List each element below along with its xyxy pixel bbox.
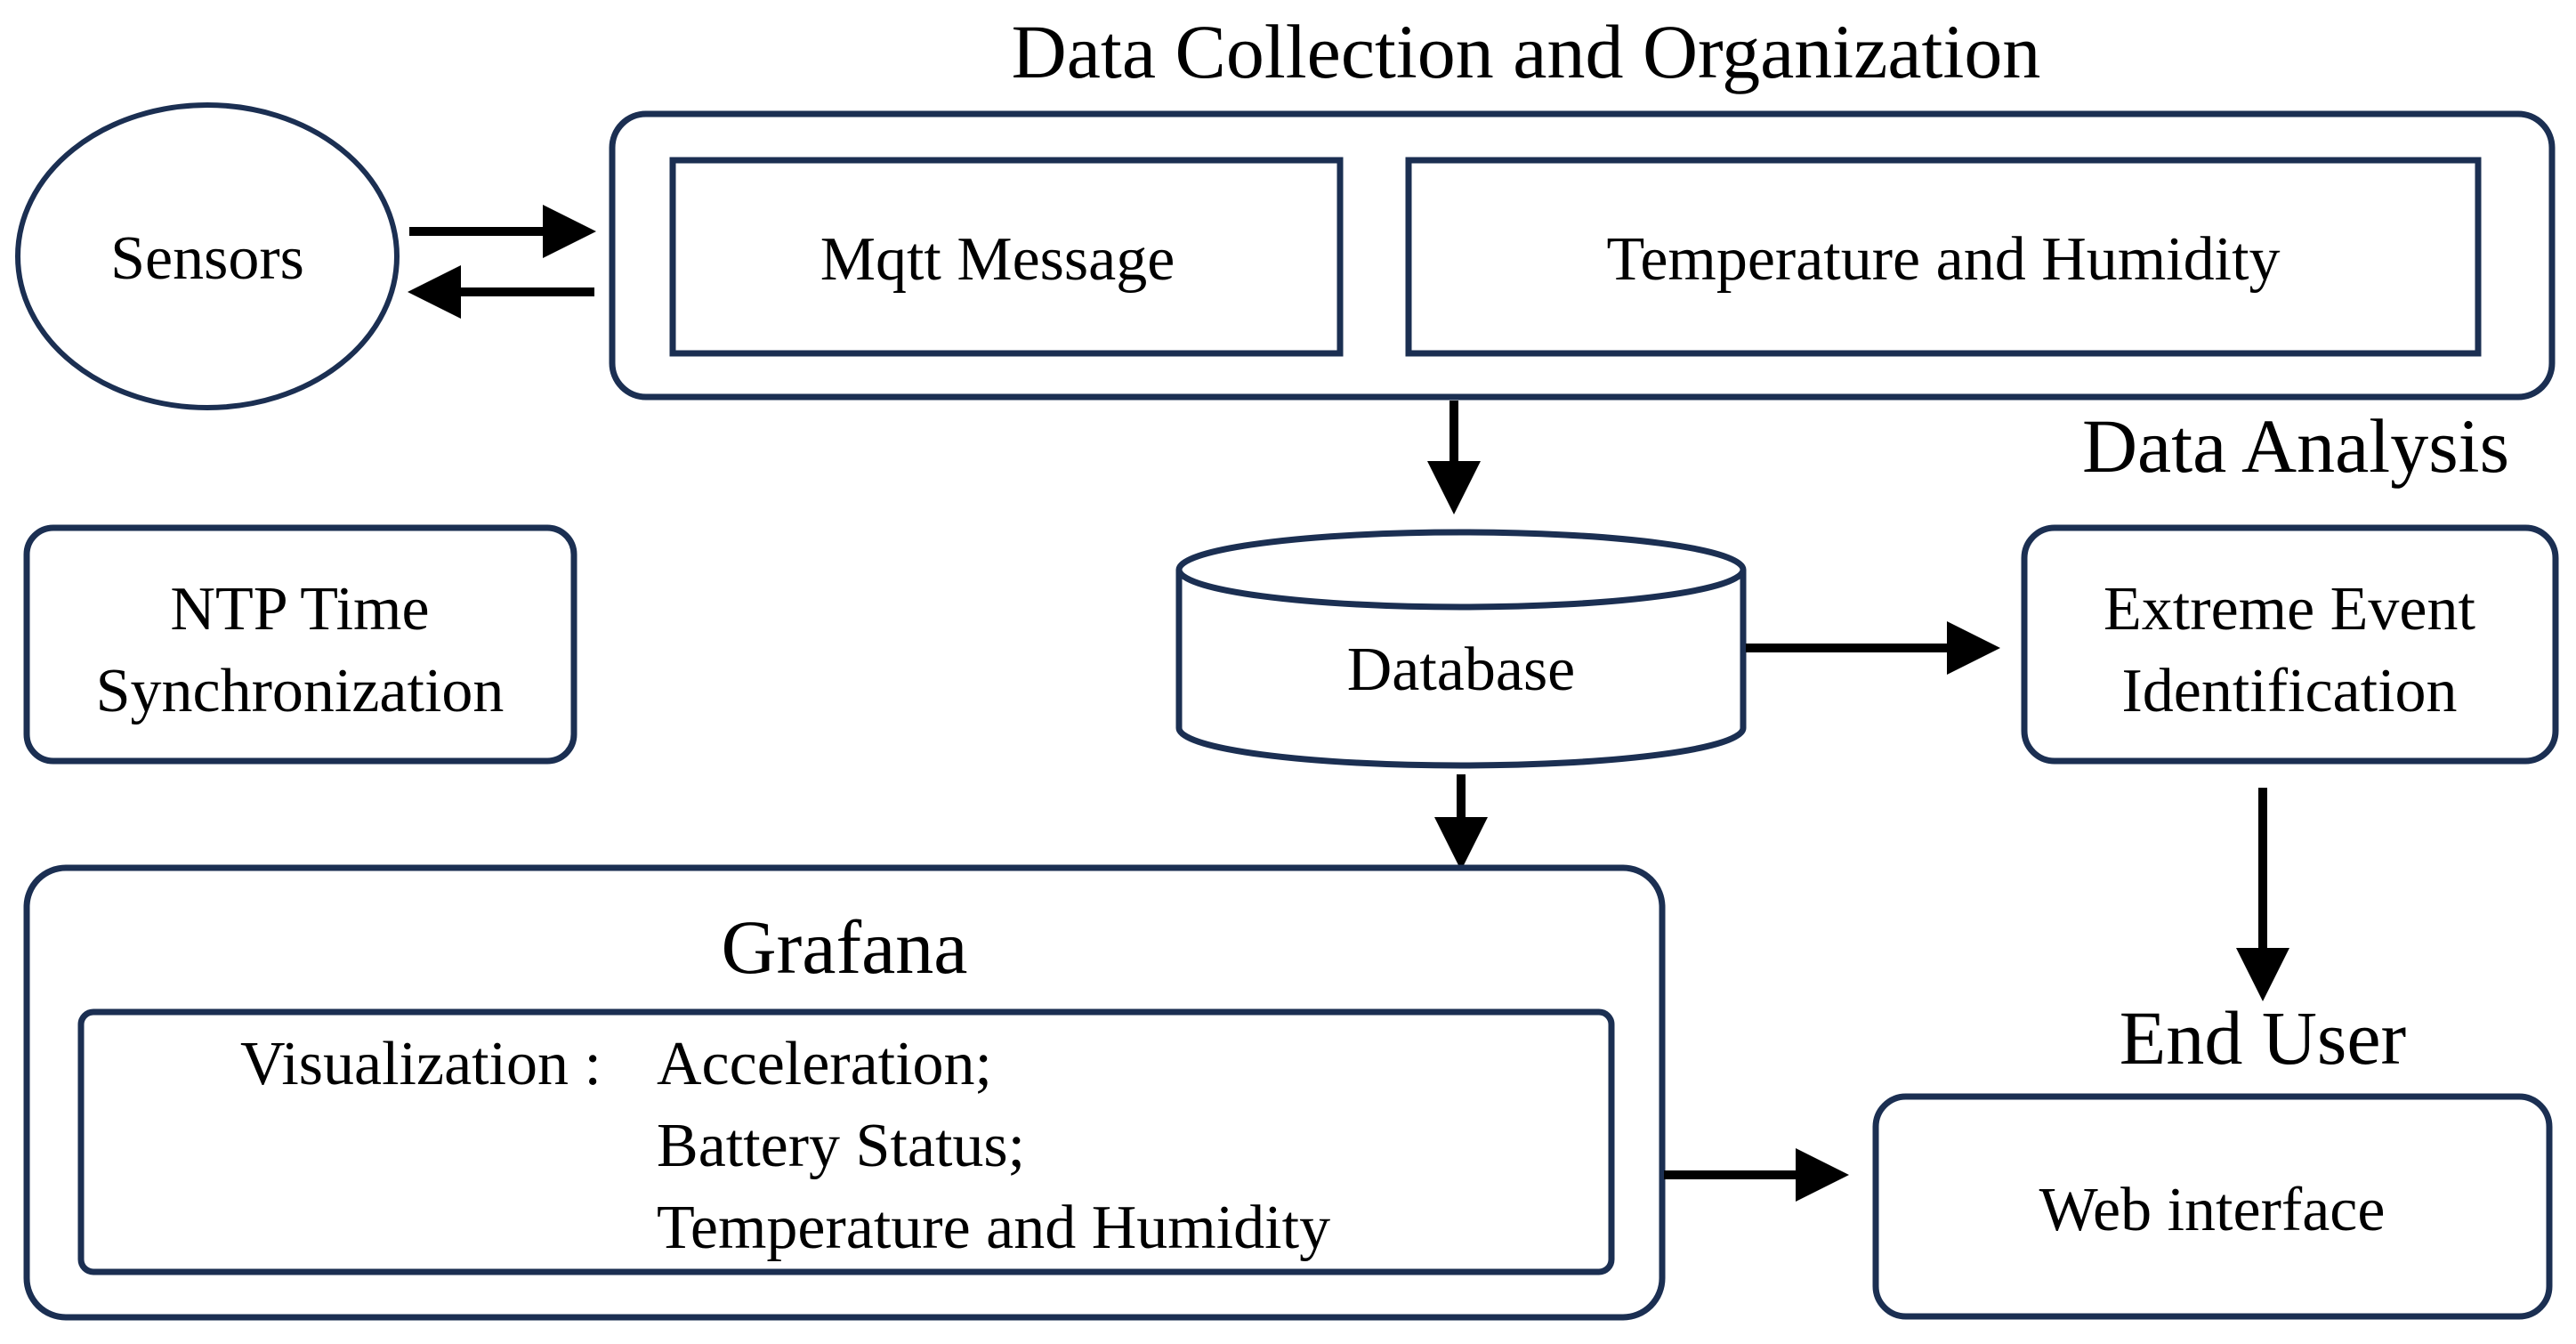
extreme-event-node: Extreme Event Identification xyxy=(2021,524,2559,765)
sensors-ellipse xyxy=(15,102,400,410)
web-interface-node: Web interface xyxy=(1872,1093,2553,1320)
ntp-sync-node: NTP Time Synchronization xyxy=(23,524,577,765)
temperature-humidity-label: Temperature and Humidity xyxy=(1606,225,2280,294)
sensors-label: Sensors xyxy=(110,224,304,293)
ntp-sync-label-line1: NTP Time xyxy=(170,575,429,644)
extreme-event-label-line2: Identification xyxy=(2121,657,2457,725)
visualization-label: Visualization : xyxy=(240,1030,602,1098)
data-collection-container: Mqtt Message Temperature and Humidity xyxy=(609,110,2556,401)
visualization-box xyxy=(77,1008,1615,1275)
database-node: Database xyxy=(1175,529,1747,769)
temperature-humidity-box xyxy=(1405,157,2482,357)
grafana-frame xyxy=(23,864,1666,1321)
ntp-sync-label-line2: Synchronization xyxy=(96,657,505,725)
sensors-node: Sensors xyxy=(15,102,400,410)
web-interface-box xyxy=(1872,1093,2553,1320)
grafana-title: Grafana xyxy=(722,904,968,990)
mqtt-message-label: Mqtt Message xyxy=(820,225,1175,294)
extreme-event-box xyxy=(2021,524,2559,765)
visualization-item-temperature: Temperature and Humidity xyxy=(657,1194,1330,1262)
data-collection-title: Data Collection and Organization xyxy=(1012,9,2041,94)
data-analysis-title: Data Analysis xyxy=(2082,403,2509,489)
database-label: Database xyxy=(1347,636,1576,704)
grafana-container: Grafana Visualization : Acceleration; Ba… xyxy=(23,864,1666,1321)
database-cylinder-top xyxy=(1175,529,1747,611)
visualization-item-acceleration: Acceleration; xyxy=(657,1030,992,1098)
visualization-item-battery: Battery Status; xyxy=(657,1112,1025,1180)
extreme-event-label-line1: Extreme Event xyxy=(2104,575,2475,644)
data-collection-frame xyxy=(609,110,2556,401)
database-cylinder-body xyxy=(1175,570,1747,769)
web-interface-label: Web interface xyxy=(2039,1176,2386,1244)
end-user-title: End User xyxy=(2120,995,2406,1081)
mqtt-message-box xyxy=(669,157,1344,357)
ntp-sync-box xyxy=(23,524,577,765)
